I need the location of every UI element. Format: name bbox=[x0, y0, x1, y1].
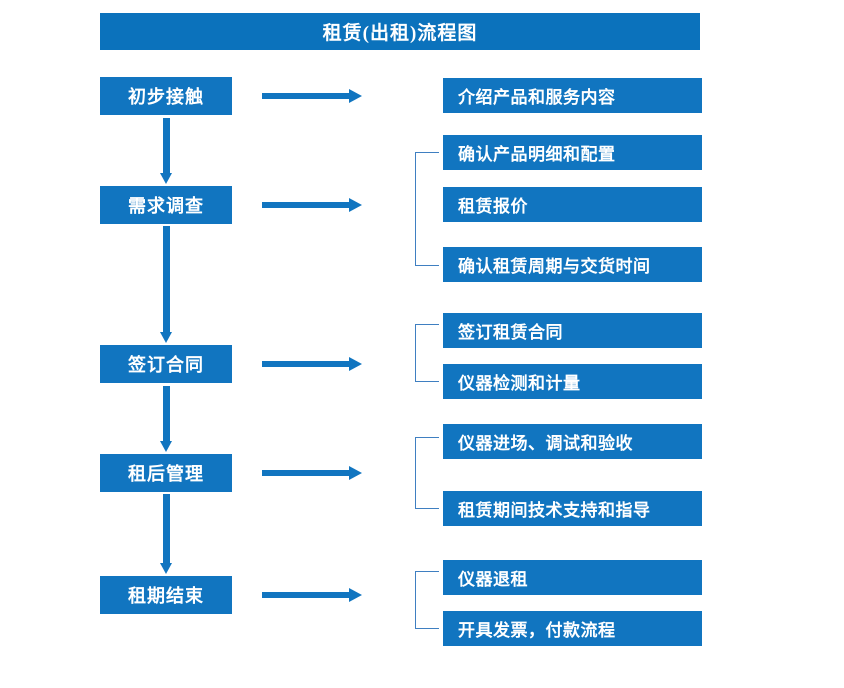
stage-box-3[interactable]: 签订合同 bbox=[100, 345, 232, 383]
detail-box-3[interactable]: 租赁报价 bbox=[443, 187, 702, 222]
down-arrow-1-to-2 bbox=[160, 118, 172, 184]
chart-title: 租赁(出租)流程图 bbox=[100, 13, 700, 50]
bracket-stage-4 bbox=[415, 437, 439, 509]
bracket-stage-3 bbox=[415, 324, 439, 382]
detail-box-10[interactable]: 开具发票，付款流程 bbox=[443, 611, 702, 646]
stage-box-5[interactable]: 租期结束 bbox=[100, 576, 232, 614]
down-arrow-3-to-4 bbox=[160, 386, 172, 452]
detail-box-7[interactable]: 仪器进场、调试和验收 bbox=[443, 424, 702, 459]
down-arrow-4-to-5 bbox=[160, 494, 172, 574]
detail-box-8[interactable]: 租赁期间技术支持和指导 bbox=[443, 491, 702, 526]
stage-box-4[interactable]: 租后管理 bbox=[100, 454, 232, 492]
detail-box-4[interactable]: 确认租赁周期与交货时间 bbox=[443, 247, 702, 282]
right-arrow-stage-5 bbox=[262, 588, 362, 602]
detail-box-5[interactable]: 签订租赁合同 bbox=[443, 313, 702, 348]
bracket-stage-2 bbox=[415, 152, 439, 266]
detail-box-1[interactable]: 介绍产品和服务内容 bbox=[443, 78, 702, 113]
detail-box-2[interactable]: 确认产品明细和配置 bbox=[443, 135, 702, 170]
right-arrow-stage-2 bbox=[262, 198, 362, 212]
stage-box-1[interactable]: 初步接触 bbox=[100, 77, 232, 115]
bracket-stage-5 bbox=[415, 571, 439, 629]
right-arrow-stage-4 bbox=[262, 466, 362, 480]
detail-box-6[interactable]: 仪器检测和计量 bbox=[443, 364, 702, 399]
right-arrow-stage-3 bbox=[262, 357, 362, 371]
right-arrow-stage-1 bbox=[262, 89, 362, 103]
down-arrow-2-to-3 bbox=[160, 226, 172, 344]
stage-box-2[interactable]: 需求调查 bbox=[100, 186, 232, 224]
detail-box-9[interactable]: 仪器退租 bbox=[443, 560, 702, 595]
